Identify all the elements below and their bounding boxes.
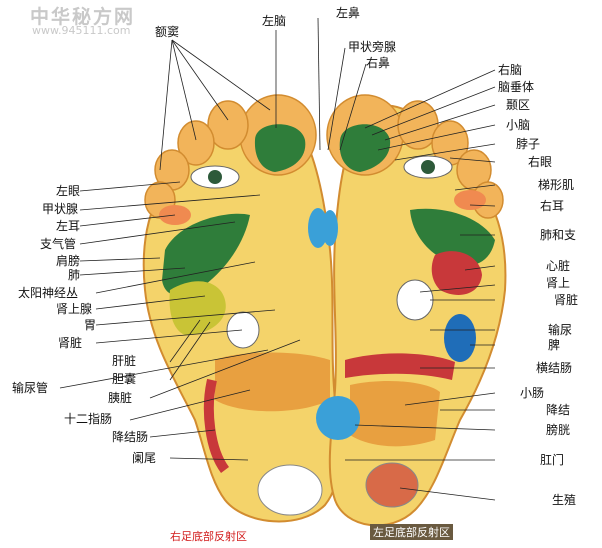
left-foot-small-intestine-zone <box>350 380 440 447</box>
label-kidney-right: 肾脏 <box>554 293 579 307</box>
left-foot-lung-zone <box>410 208 495 266</box>
label-adrenal-right: 肾上 <box>546 276 571 290</box>
label-duodenum: 十二指肠 <box>64 412 113 426</box>
right-foot-kidney-zone <box>226 311 260 349</box>
label-pituitary: 脑垂体 <box>498 80 535 94</box>
label-pancreas: 胰脏 <box>108 391 133 405</box>
left-foot-sole <box>316 94 507 527</box>
label-left-brain: 左脑 <box>262 14 287 28</box>
left-foot-kidney-zone <box>396 279 434 321</box>
left-foot-toe-4 <box>456 149 492 191</box>
left-foot-ear-zone <box>454 190 486 210</box>
right-foot-lung-zone <box>162 213 250 296</box>
left-foot-bladder-lower-zone <box>316 396 360 440</box>
watermark-title: 中华秘方网 <box>30 6 136 28</box>
leader-lines <box>59 17 496 501</box>
caption-left-foot: 左足底部反射区 <box>370 524 453 540</box>
label-ureter: 输尿管 <box>12 381 49 395</box>
right-foot-sole <box>142 94 341 523</box>
label-stomach: 胃 <box>84 318 97 332</box>
label-reproductive: 生殖 <box>552 493 577 507</box>
label-bladder: 膀胱 <box>546 423 571 437</box>
label-ureter-right: 输尿 <box>548 323 573 337</box>
label-anus: 肛门 <box>540 453 565 467</box>
label-left-nose: 左鼻 <box>336 6 361 20</box>
left-foot-heel-zone <box>365 462 419 508</box>
label-left-eye: 左眼 <box>56 184 81 198</box>
left-foot-spleen-zone <box>444 314 476 362</box>
right-foot-eye-pupil <box>208 170 222 184</box>
label-parathyroid: 甲状旁腺 <box>348 40 397 54</box>
right-foot-colon-zone <box>203 378 230 473</box>
label-shoulder: 肩膀 <box>56 254 81 268</box>
right-foot-intestine-zone <box>215 352 330 412</box>
label-spleen: 脾 <box>548 338 561 352</box>
left-foot-eye-pupil <box>421 160 435 174</box>
label-right-nose: 右鼻 <box>366 56 391 70</box>
label-thyroid: 甲状腺 <box>42 202 79 216</box>
label-appendix: 阑尾 <box>132 451 157 465</box>
label-heart: 心脏 <box>546 259 571 273</box>
left-foot-heart-zone <box>431 251 482 295</box>
label-liver: 肝脏 <box>112 354 137 368</box>
label-lung-bronchus: 肺和支 <box>540 228 577 242</box>
left-foot-bladder-zone <box>322 210 338 246</box>
label-cerebellum: 小脑 <box>506 118 531 132</box>
label-bronchus: 支气管 <box>40 237 77 251</box>
label-descending-colon: 降结肠 <box>112 430 149 444</box>
right-foot-liver-zone <box>169 281 226 335</box>
right-foot-brain-zone <box>254 124 306 172</box>
label-small-intestine: 小肠 <box>520 386 545 400</box>
left-foot-brain-zone <box>339 124 391 172</box>
caption-right-foot: 右足底部反射区 <box>170 530 247 543</box>
right-foot-heel-zone <box>257 464 323 516</box>
right-foot-bladder-zone <box>308 208 328 248</box>
label-descending-colon-right: 降结 <box>546 403 571 417</box>
label-right-ear: 右耳 <box>540 199 565 213</box>
left-foot-transverse-colon-zone <box>345 353 455 380</box>
label-gallbladder: 胆囊 <box>112 372 137 386</box>
label-right-brain: 右脑 <box>498 63 523 77</box>
right-foot-toe-3 <box>177 120 215 166</box>
label-kidney: 肾脏 <box>58 336 83 350</box>
label-transverse-colon: 横结肠 <box>536 361 573 375</box>
label-right-eye: 右眼 <box>528 155 553 169</box>
watermark-url: www.945111.com <box>32 24 131 37</box>
label-left-ear: 左耳 <box>56 219 81 233</box>
label-lung: 肺 <box>68 268 81 282</box>
label-solar-plexus: 太阳神经丛 <box>18 286 79 300</box>
label-trapezius: 梯形肌 <box>538 178 575 192</box>
label-adrenal: 肾上腺 <box>56 302 93 316</box>
label-neck: 脖子 <box>516 137 541 151</box>
right-foot-toe-2 <box>207 100 249 150</box>
label-temporal: 颞区 <box>506 98 531 112</box>
label-frontal-sinus: 额窦 <box>155 25 180 39</box>
